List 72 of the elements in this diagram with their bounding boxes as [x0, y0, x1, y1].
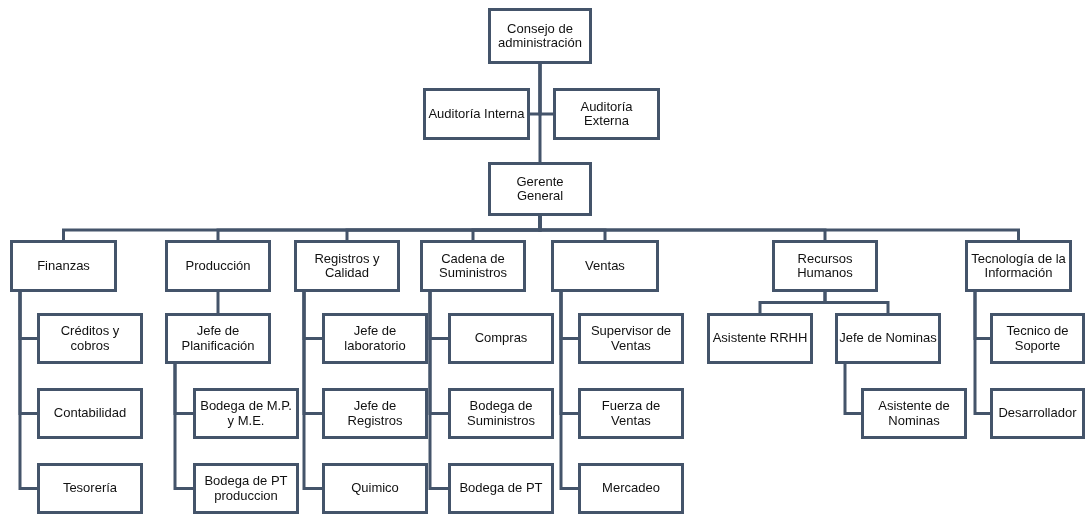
org-box — [448, 313, 554, 364]
position-title: Tecnología de la Información — [970, 251, 1067, 281]
connector-line — [302, 292, 322, 490]
position-title: Ventas — [585, 258, 625, 274]
connector-line — [843, 364, 861, 415]
position-title: Cadena de Suministros — [438, 251, 508, 281]
position-title: Producción — [185, 258, 251, 274]
position-title: Tecnico de Soporte — [1005, 324, 1070, 353]
org-box — [835, 313, 941, 364]
org-box — [193, 388, 299, 439]
org-box — [322, 463, 428, 514]
position-title: Contabilidad — [53, 406, 127, 421]
position-title: Consejo de administración — [497, 21, 583, 51]
org-box — [37, 388, 143, 439]
connector-line — [823, 292, 890, 313]
position-title: Fuerza de Ventas — [600, 399, 662, 428]
position-title: Compras — [474, 331, 528, 346]
org-box — [322, 388, 428, 439]
org-box — [965, 240, 1072, 292]
org-box — [165, 313, 271, 364]
org-box — [193, 463, 299, 514]
org-box — [37, 313, 143, 364]
position-title: Auditoría Interna — [428, 106, 525, 122]
connector-line — [18, 292, 37, 490]
position-title: Tesorería — [62, 481, 118, 496]
org-box — [772, 240, 878, 292]
position-title: Asistente RRHH — [712, 331, 808, 346]
position-title: Gerente General — [515, 174, 565, 204]
org-box — [420, 240, 526, 292]
position-title: Recursos Humanos — [796, 251, 854, 281]
org-box — [488, 162, 592, 216]
org-box — [165, 240, 271, 292]
connector-line — [428, 292, 448, 490]
position-title: Jefe de laboratorio — [343, 324, 407, 353]
org-box — [990, 313, 1085, 364]
org-box — [448, 388, 554, 439]
org-box — [578, 463, 684, 514]
position-title: Asistente de Nominas — [877, 399, 951, 428]
org-box — [578, 388, 684, 439]
org-box — [37, 463, 143, 514]
position-title: Auditoría Externa — [579, 99, 634, 129]
position-title: Desarrollador — [998, 406, 1077, 421]
org-box — [861, 388, 967, 439]
position-title: Mercadeo — [602, 481, 660, 496]
position-title: Quimico — [351, 481, 399, 496]
org-box — [553, 88, 660, 140]
org-box — [322, 313, 428, 364]
connector-line — [559, 292, 578, 490]
position-title: Registros y Calidad — [313, 251, 381, 281]
org-box — [448, 463, 554, 514]
position-title: Supervisor de Ventas — [589, 324, 673, 353]
position-title: Bodega de M.P. y M.E. — [199, 399, 293, 428]
position-title: Finanzas — [37, 258, 90, 274]
position-title: Bodega de PT produccion — [203, 474, 289, 503]
org-box — [488, 8, 592, 64]
connector-line — [173, 364, 193, 490]
org-box — [551, 240, 659, 292]
position-title: Créditos y cobros — [59, 324, 121, 353]
connector-line — [538, 64, 542, 162]
connector-line — [973, 292, 990, 415]
connector-line — [216, 292, 220, 313]
org-box — [578, 313, 684, 364]
org-box — [294, 240, 400, 292]
org-box — [990, 388, 1085, 439]
org-box — [423, 88, 530, 140]
position-title: Jefe de Planificación — [180, 324, 256, 353]
position-title: Jefe de Nominas — [839, 331, 937, 346]
position-title: Jefe de Registros — [346, 399, 404, 428]
position-title: Bodega de Suministros — [466, 399, 536, 428]
org-box — [10, 240, 117, 292]
position-title: Bodega de PT — [459, 481, 543, 496]
org-box — [707, 313, 813, 364]
